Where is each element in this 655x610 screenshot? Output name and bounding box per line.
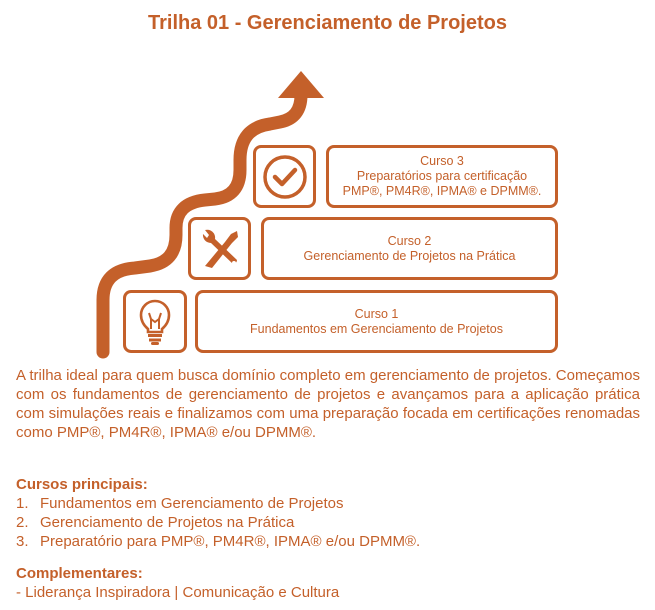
course-1-heading: Curso 1 — [354, 306, 399, 321]
check-circle-icon — [262, 154, 307, 199]
tools-icon — [202, 229, 238, 268]
list-number: 2. — [16, 514, 29, 531]
main-courses-heading: Cursos principais: — [16, 476, 148, 493]
page-title: Trilha 01 - Gerenciamento de Projetos — [147, 12, 507, 34]
growth-arrow-icon — [96, 71, 324, 359]
complementary-heading: Complementares: — [16, 565, 143, 582]
course-2-icon-box — [188, 217, 251, 280]
list-item: 2. Gerenciamento de Projetos na Prática — [16, 513, 420, 532]
course-2-title: Gerenciamento de Projetos na Prática — [303, 248, 516, 263]
course-2-heading: Curso 2 — [387, 233, 432, 248]
course-2-card[interactable]: Curso 2 Gerenciamento de Projetos na Prá… — [261, 217, 558, 280]
course-3-heading: Curso 3 — [420, 154, 464, 168]
course-1-title: Fundamentos em Gerenciamento de Projetos — [250, 321, 503, 336]
lightbulb-icon — [139, 299, 171, 345]
list-number: 1. — [16, 495, 29, 512]
complementary-section: Complementares: - Liderança Inspiradora … — [16, 564, 339, 602]
course-3-title-line-2: PMP®, PM4R®, IPMA® e DPMM®. — [342, 184, 542, 198]
course-3-icon-box — [253, 145, 316, 208]
list-text: Preparatório para PMP®, PM4R®, IPMA® e/o… — [40, 533, 421, 550]
course-1-icon-box — [123, 290, 187, 353]
list-number: 3. — [16, 533, 29, 550]
description: A trilha ideal para quem busca domínio c… — [16, 367, 640, 441]
course-3-title-line-1: Preparatórios para certificação — [356, 169, 528, 183]
list-item: 3. Preparatório para PMP®, PM4R®, IPMA® e… — [16, 532, 420, 551]
list-text: Gerenciamento de Projetos na Prática — [40, 514, 295, 531]
main-courses-section: Cursos principais: 1. Fundamentos em Gere… — [16, 475, 420, 551]
list-text: Fundamentos em Gerenciamento de Projetos — [40, 495, 344, 512]
course-3-card[interactable]: Curso 3 Preparatórios para certificação … — [326, 145, 558, 208]
course-1-card[interactable]: Curso 1 Fundamentos em Gerenciamento de … — [195, 290, 558, 353]
complementary-text: - Liderança Inspiradora | Comunicação e … — [16, 584, 340, 601]
list-item: 1. Fundamentos em Gerenciamento de Projet… — [16, 494, 420, 513]
